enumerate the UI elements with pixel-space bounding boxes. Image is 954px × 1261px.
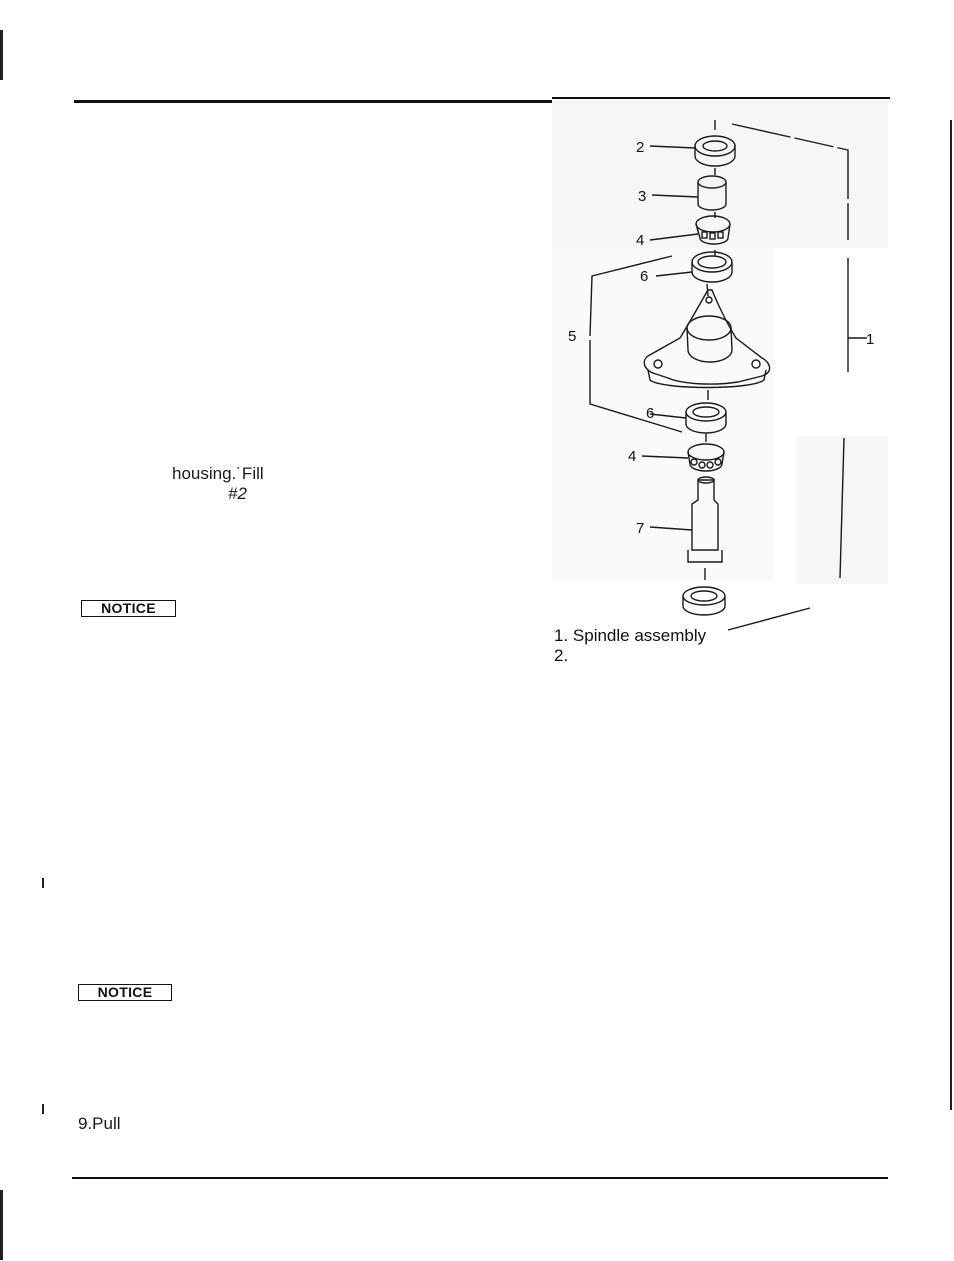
margin-dot [42,1104,44,1114]
part-4-bearing-lower [687,443,725,461]
callout-3: 3 [638,188,646,205]
callout-6: 6 [640,268,648,285]
notice-label: NOTICE [78,984,172,1001]
body-text-grease-number: #2 [228,484,247,503]
part-bottom-seal [682,586,726,606]
header-rule-right [552,97,890,99]
step-9-text: 9.Pull [78,1114,121,1133]
margin-mark-bottom [0,1190,3,1260]
part-7-spindle-shaft [691,479,719,551]
margin-mark-top [0,30,3,80]
body-text-housing-fill: housing.˙Fill [172,464,264,483]
caption-item-2: 2. [554,646,569,665]
header-rule [74,100,552,103]
part-2-seal [694,135,736,157]
callout-7: 7 [636,520,644,537]
callout-4: 4 [636,232,644,249]
part-6-race-lower [685,402,727,422]
part-3-bushing [697,175,727,189]
part-4-bearing-upper [695,215,731,233]
callout-1: 1 [866,331,874,348]
figure-background [552,100,888,248]
right-margin-line [950,120,952,1110]
spindle-housing [643,289,771,385]
footer-rule [72,1177,888,1179]
callout-2: 2 [636,139,644,156]
spindle-exploded-diagram: 2 3 4 6 5 1 6 4 7 [568,120,874,631]
margin-dot [42,878,44,888]
caption-item-1: 1. Spindle assembly [554,626,707,645]
callout-5: 5 [568,328,576,345]
callout-4: 4 [628,448,636,465]
notice-label: NOTICE [81,600,176,617]
callout-6: 6 [646,405,654,422]
